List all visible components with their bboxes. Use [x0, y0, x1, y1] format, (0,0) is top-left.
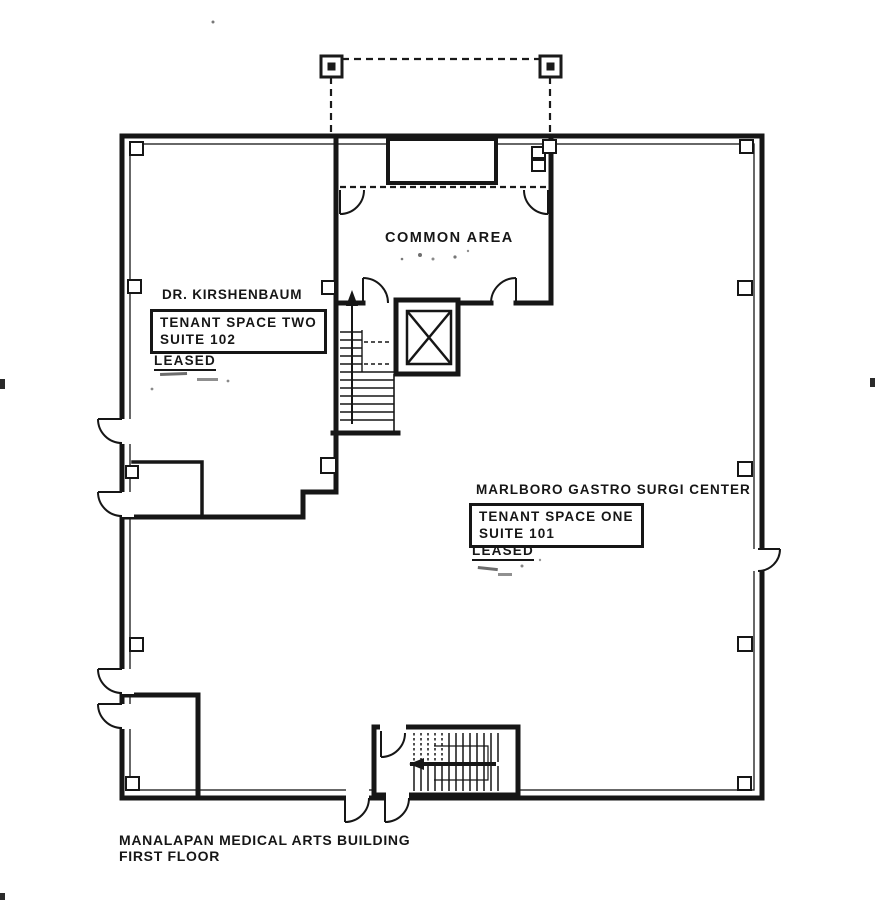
door-swing — [490, 277, 517, 304]
tenant-one-suite-line: SUITE 101 — [479, 526, 555, 541]
tenant-two-name: DR. KIRSHENBAUM — [162, 287, 303, 302]
tenant-one-leased: LEASED — [472, 543, 534, 561]
door-swing — [97, 491, 123, 517]
door-swing — [339, 189, 365, 215]
common-area-label: COMMON AREA — [385, 230, 514, 246]
main-stair — [340, 290, 395, 433]
door-swing — [362, 277, 389, 304]
door-swing — [97, 418, 123, 444]
drawing-title-line2: FIRST FLOOR — [119, 848, 221, 864]
tenant-two-leased: LEASED — [154, 353, 216, 371]
tenant-two-suite-line: SUITE 102 — [160, 332, 236, 347]
canopy-column-icon — [319, 54, 563, 79]
door-swing — [97, 668, 123, 694]
entry-vestibule — [340, 137, 547, 189]
tenant-one-space-line: TENANT SPACE ONE — [479, 509, 634, 524]
elevator-shaft — [393, 297, 461, 377]
door-swing — [380, 731, 406, 758]
scan-speckles — [0, 20, 875, 900]
tenant-one-box: TENANT SPACE ONE SUITE 101 — [469, 503, 644, 548]
door-swing — [344, 797, 370, 823]
tenant-two-space-line: TENANT SPACE TWO — [160, 315, 317, 330]
drawing-title-line1: MANALAPAN MEDICAL ARTS BUILDING — [119, 832, 411, 848]
rear-stair — [371, 724, 521, 798]
door-swing — [384, 797, 410, 823]
door-swing — [757, 548, 781, 572]
tenant-two-box: TENANT SPACE TWO SUITE 102 — [150, 309, 327, 354]
door-swings — [97, 189, 781, 823]
door-openings — [116, 419, 765, 801]
tenant-one-name: MARLBORO GASTRO SURGI CENTER — [476, 482, 751, 497]
door-swing — [97, 703, 123, 729]
canopy-dashed-outline — [329, 57, 552, 138]
door-swing — [523, 189, 549, 215]
column-markers — [125, 139, 754, 791]
elevator-cab-x-icon — [405, 309, 453, 366]
